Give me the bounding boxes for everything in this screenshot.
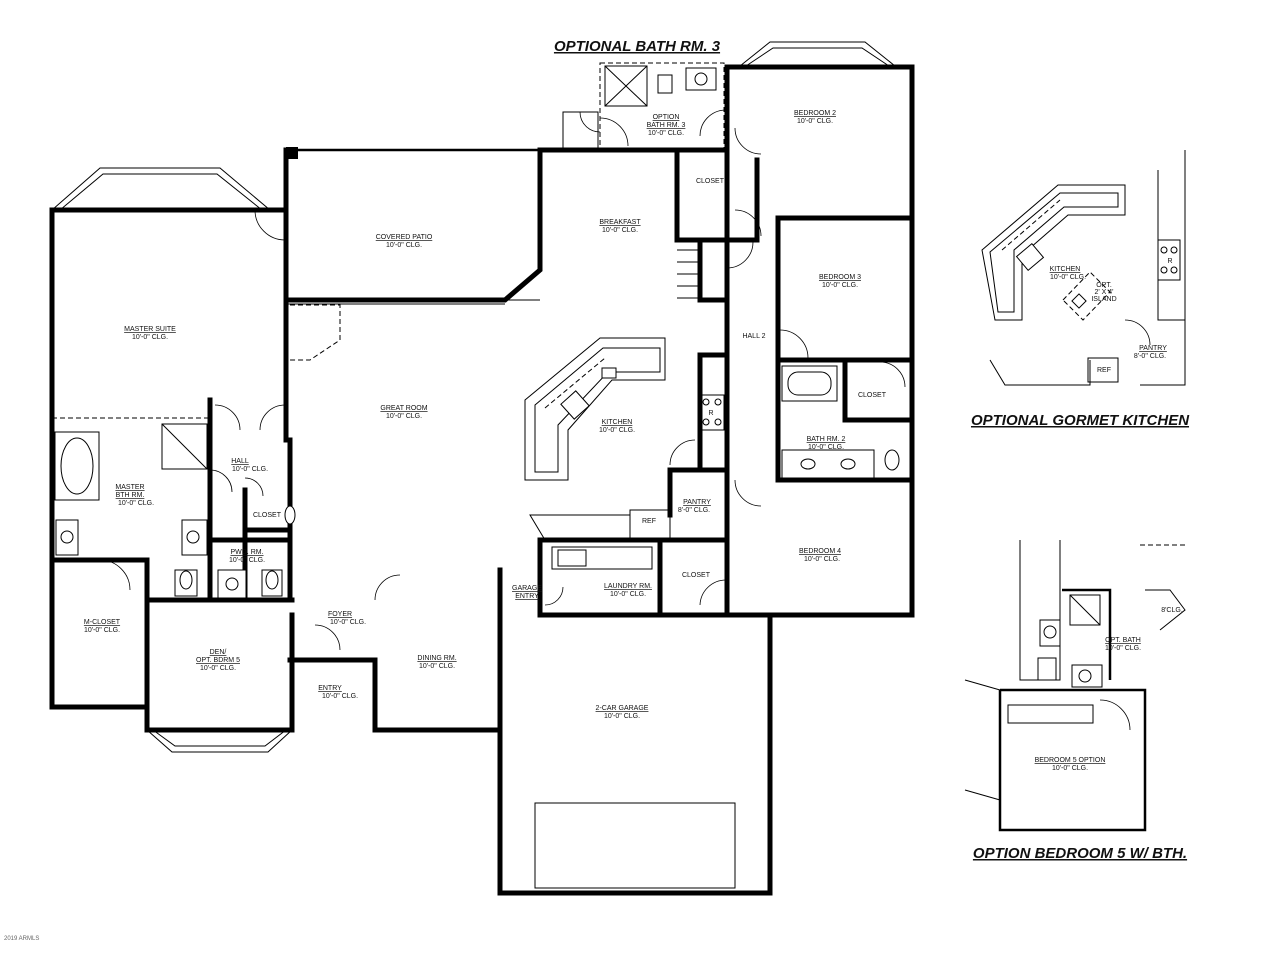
label-m-closet: M-CLOSET [84,619,121,626]
bath-fixtures [54,365,900,599]
label-ref: REF [642,518,656,525]
clg-opt-bath: 10'-0" CLG. [1105,645,1141,652]
bay-window-bedroom2 [739,41,896,67]
clg-dining: 10'-0" CLG. [419,663,455,670]
clg-hall: 10'-0" CLG. [232,466,268,473]
patio-dashed-outline [287,299,540,361]
label-pwd: PWD. RM. [230,549,263,556]
title-gourmet-kitchen: OPTIONAL GORMET KITCHEN [971,412,1190,429]
clg-bedroom4: 10'-0" CLG. [804,556,840,563]
label-bedroom4: BEDROOM 4 [799,548,841,555]
room-labels: OPTION BATH RM. 3 10'-0" CLG. BEDROOM 2 … [84,110,887,720]
label-hall: HALL [231,458,249,465]
label-bedroom3: BEDROOM 3 [819,274,861,281]
garage-door [534,802,736,889]
label-master-bath-2: BTH RM. [116,492,145,499]
label-entry: ENTRY [318,685,342,692]
clg-bath2: 10'-0" CLG. [808,444,844,451]
label-opt-bath: OPT. BATH [1105,637,1141,644]
label-gourmet-pantry: PANTRY [1139,345,1167,352]
label-foyer: FOYER [328,611,352,618]
clg-master-bath: 10'-0" CLG. [118,500,154,507]
main-walls [49,64,915,896]
label-gourmet-kitchen: KITCHEN [1050,266,1081,273]
label-hall2: HALL 2 [742,333,765,340]
label-gourmet-island-2: 2' X 4' [1094,289,1113,296]
kitchen-cabinets [524,337,725,541]
label-gourmet-island-3: ISLAND [1091,296,1116,303]
title-optional-bath: OPTIONAL BATH RM. 3 [554,38,721,55]
bay-window-den [146,729,293,753]
label-laundry: LAUNDRY RM. [604,583,652,590]
clg-pantry: 8'-0" CLG. [678,507,710,514]
gourmet-labels: KITCHEN 10'-0" CLG. OPT. 2' X 4' ISLAND … [1050,258,1173,374]
clg-den: 10'-0" CLG. [200,665,236,672]
clg-bedroom3: 10'-0" CLG. [822,282,858,289]
label-garage-entry-2: ENTRY [515,593,539,600]
label-closet-top: CLOSET [696,178,725,185]
label-bath2: BATH RM. 2 [807,436,846,443]
clg-laundry: 10'-0" CLG. [610,591,646,598]
label-den-2: OPT. BDRM 5 [196,657,240,664]
label-closet-hall: CLOSET [253,512,282,519]
option-bath3-area [562,62,726,149]
label-garage-entry: GARAGE [512,585,542,592]
label-option-bath3: OPTION [653,114,680,121]
label-gourmet-ref: REF [1097,367,1111,374]
label-range: R [708,410,713,417]
label-master-suite: MASTER SUITE [124,326,176,333]
clg-bedroom5-option: 10'-0" CLG. [1052,765,1088,772]
clg-garage: 10'-0" CLG. [604,713,640,720]
clg-option-bath3: 10'-0" CLG. [648,130,684,137]
clg-great-room: 10'-0" CLG. [386,413,422,420]
label-den: DEN/ [210,649,227,656]
label-option-bath3-2: BATH RM. 3 [647,122,686,129]
label-bedroom2: BEDROOM 2 [794,110,836,117]
clg-breakfast: 10'-0" CLG. [602,227,638,234]
label-bedroom5-option: BEDROOM 5 OPTION [1035,757,1106,764]
clg-m-closet: 10'-0" CLG. [84,627,120,634]
label-master-bath: MASTER [115,484,144,491]
clg-pwd: 10'-0" CLG. [229,557,265,564]
title-bedroom5-option: OPTION BEDROOM 5 W/ BTH. [973,845,1187,862]
clg-covered-patio: 10'-0" CLG. [386,242,422,249]
label-closet-mid: CLOSET [858,392,887,399]
clg-foyer: 10'-0" CLG. [330,619,366,626]
bedroom5-option-inset [964,540,1186,832]
label-pantry: PANTRY [683,499,711,506]
door-swings [99,111,906,651]
clg-gourmet-pantry: 8'-0" CLG. [1134,353,1166,360]
label-shelf-clg: 8'CLG. [1161,607,1183,614]
clg-master-suite: 10'-0" CLG. [132,334,168,341]
label-dining: DINING RM. [417,655,456,662]
label-gourmet-island: OPT. [1096,282,1112,289]
bed5-labels: OPT. BATH 10'-0" CLG. 8'CLG. BEDROOM 5 O… [1035,607,1183,772]
copyright-watermark: 2019 ARMLS [4,936,39,942]
label-breakfast: BREAKFAST [599,219,641,226]
label-kitchen: KITCHEN [602,419,633,426]
label-great-room: GREAT ROOM [380,405,427,412]
clg-bedroom2: 10'-0" CLG. [797,118,833,125]
label-gourmet-range: R [1167,258,1172,265]
label-garage: 2-CAR GARAGE [596,705,649,712]
clg-gourmet-kitchen: 10'-0" CLG. [1050,274,1086,281]
gourmet-kitchen-inset [981,150,1186,386]
label-covered-patio: COVERED PATIO [376,234,433,241]
clg-entry: 10'-0" CLG. [322,693,358,700]
clg-kitchen: 10'-0" CLG. [599,427,635,434]
bay-window-master [51,167,271,211]
master-bath-dashed [52,417,210,470]
label-closet-low: CLOSET [682,572,711,579]
